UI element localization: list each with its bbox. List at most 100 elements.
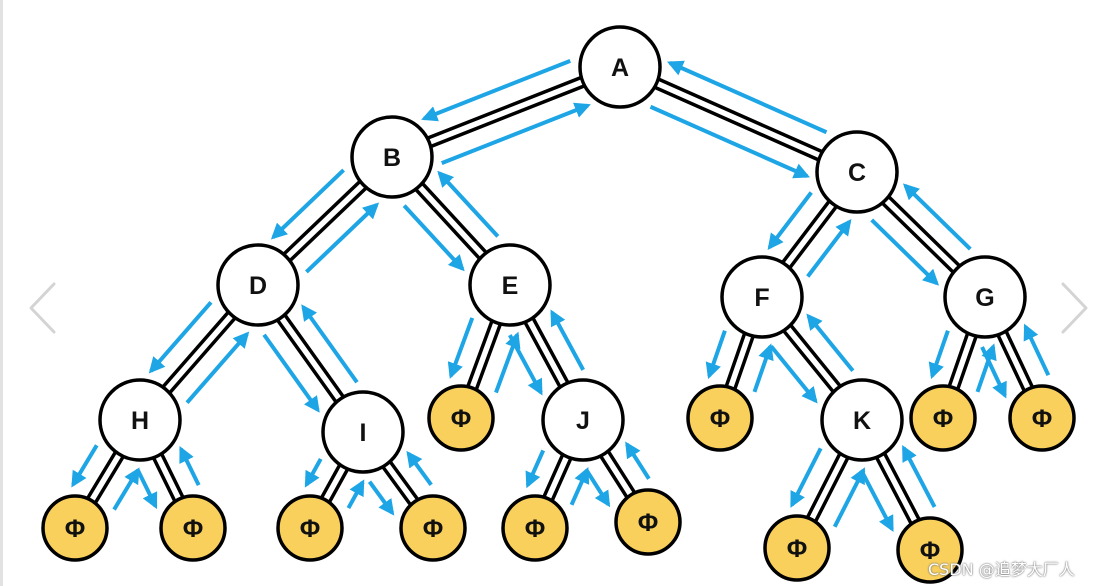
tree-node-J: J — [541, 378, 625, 462]
null-leaf-label: Φ — [451, 405, 472, 433]
null-leaf-label: Φ — [183, 515, 204, 543]
tree-node-H: H — [98, 378, 182, 462]
traversal-arrow-up — [806, 313, 855, 372]
viewer-left-border — [0, 0, 3, 586]
node-circle — [216, 243, 300, 327]
traversal-arrow-up — [1023, 323, 1051, 377]
traversal-arrow-up — [667, 60, 828, 135]
previous-image-button[interactable] — [22, 278, 62, 338]
null-leaf-label: Φ — [787, 535, 808, 563]
null-leaf-circle — [427, 384, 495, 452]
traversal-arrow-down — [304, 457, 323, 488]
node-label: I — [360, 419, 367, 447]
null-leaf-circle — [399, 494, 467, 562]
null-leaf-node: Φ — [763, 514, 831, 582]
null-leaf-label: Φ — [525, 515, 546, 543]
node-label: B — [383, 144, 401, 172]
next-image-button[interactable] — [1055, 278, 1095, 338]
null-leaf-label: Φ — [1032, 405, 1053, 433]
traversal-arrow-up — [441, 102, 591, 166]
traversal-arrow-up — [832, 467, 866, 528]
node-circle — [98, 378, 182, 462]
traversal-arrow-down — [928, 330, 950, 380]
node-label: A — [611, 54, 629, 82]
node-label: J — [576, 407, 590, 435]
node-label: H — [131, 407, 149, 435]
traversal-arrow-up — [437, 170, 500, 238]
traversal-arrow-up — [112, 467, 140, 511]
node-label: E — [502, 272, 519, 300]
tree-node-C: C — [815, 130, 899, 214]
traversal-arrow-down — [790, 447, 823, 508]
traversal-arrow-down — [270, 168, 345, 240]
node-label: G — [975, 284, 994, 312]
node-circle — [468, 243, 552, 327]
tree-node-A: A — [578, 25, 662, 109]
traversal-arrow-down — [262, 333, 320, 413]
traversal-arrow-up — [806, 219, 852, 278]
traversal-arrow-down — [980, 346, 1007, 399]
traversal-arrow-down — [421, 58, 571, 122]
tree-edges — [69, 61, 1048, 554]
null-leaf-label: Φ — [65, 515, 86, 543]
null-leaf-node: Φ — [686, 384, 754, 452]
node-circle — [541, 378, 625, 462]
node-label: K — [853, 407, 871, 435]
traversal-arrow-up — [179, 446, 201, 486]
null-leaf-circle — [686, 384, 754, 452]
traversal-arrow-down — [136, 469, 158, 510]
null-leaf-label: Φ — [423, 515, 444, 543]
null-leaf-node: Φ — [399, 494, 467, 562]
traversal-arrow-up — [346, 479, 365, 510]
traversal-arrow-up — [185, 331, 250, 404]
null-leaf-node: Φ — [909, 384, 977, 452]
null-leaf-node: Φ — [1008, 384, 1076, 452]
traversal-arrow-down — [767, 191, 813, 250]
null-leaf-circle — [909, 384, 977, 452]
null-leaf-label: Φ — [933, 405, 954, 433]
null-leaf-circle — [276, 494, 344, 562]
watermark: CSDN @追梦大厂人 — [928, 560, 1075, 579]
null-leaf-circle — [1008, 384, 1076, 452]
tree-node-K: K — [820, 378, 904, 462]
null-leaf-circle — [501, 494, 569, 562]
traversal-arrow-down — [649, 104, 810, 179]
node-circle — [720, 255, 804, 339]
null-leaf-node: Φ — [501, 494, 569, 562]
null-leaf-circle — [896, 516, 964, 584]
node-circle — [943, 255, 1027, 339]
node-circle — [578, 25, 662, 109]
node-label: C — [848, 159, 866, 187]
null-leaf-node: Φ — [159, 494, 227, 562]
node-label: F — [754, 284, 769, 312]
traversal-arrow-down — [402, 204, 465, 272]
traversal-arrow-down — [148, 301, 213, 374]
tree-node-D: D — [216, 243, 300, 327]
traversal-arrow-up — [550, 309, 585, 371]
tree-node-I: I — [321, 390, 405, 474]
null-leaf-label: Φ — [710, 405, 731, 433]
node-label: D — [249, 272, 267, 300]
traversal-arrow-down — [870, 218, 940, 286]
traversal-arrow-up — [625, 441, 651, 480]
node-circle — [820, 378, 904, 462]
chevron-left-icon — [29, 282, 56, 334]
edge-A-C-stroke-b — [616, 69, 857, 178]
traversal-arrow-down — [447, 317, 475, 379]
node-circle — [815, 130, 899, 214]
null-leaf-circle — [41, 494, 109, 562]
traversal-arrow-up — [301, 304, 359, 384]
null-leaf-node: Φ — [276, 494, 344, 562]
node-circle — [321, 390, 405, 474]
null-leaf-node: Φ — [427, 384, 495, 452]
node-circle — [350, 115, 434, 199]
chevron-right-icon — [1061, 282, 1088, 334]
traversal-arrow-down — [705, 330, 727, 380]
tree-node-G: G — [943, 255, 1027, 339]
traversal-arrow-down — [71, 444, 99, 488]
traversal-arrow-up — [902, 183, 972, 251]
null-leaf-circle — [763, 514, 831, 582]
